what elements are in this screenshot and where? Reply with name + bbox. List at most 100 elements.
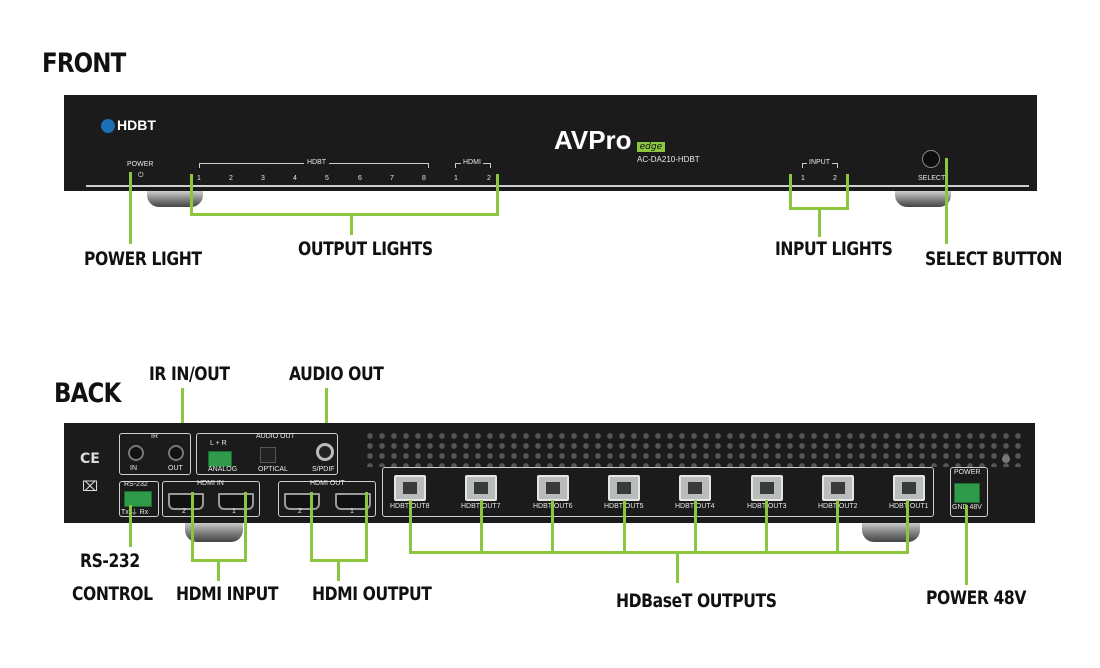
- hdmi-in-2-port[interactable]: [168, 493, 204, 510]
- ir-out-label: OUT: [168, 465, 183, 472]
- ce-mark: CE: [80, 451, 100, 467]
- hdbt-outputs-box: [382, 467, 934, 517]
- input-group-label: INPUT: [807, 159, 832, 166]
- power-icon: ⏻: [138, 172, 144, 179]
- callout-line-hdmi-in-right: [244, 492, 247, 562]
- hdbt-out4-port[interactable]: [679, 475, 711, 501]
- hdbt-logo-icon: [101, 119, 115, 133]
- optical-port[interactable]: [260, 447, 276, 463]
- audio-out-label: AUDIO OUT: [256, 433, 295, 440]
- input-num: 2: [833, 175, 837, 182]
- hdbt-out8-port[interactable]: [394, 475, 426, 501]
- rs232-terminal[interactable]: [124, 491, 152, 507]
- select-label: SELECT: [918, 175, 946, 182]
- brand-sub: edge: [636, 142, 666, 152]
- power-box: [950, 467, 988, 517]
- ir-label: IR: [151, 433, 158, 440]
- hdmi-out-2-port[interactable]: [284, 493, 320, 510]
- spdif-jack[interactable]: [316, 443, 334, 461]
- label-ir-in-out: IR IN/OUT: [149, 363, 230, 385]
- label-select-button: SELECT BUTTON: [925, 248, 1063, 270]
- hdmi-out-num: 1: [350, 508, 354, 515]
- hdbt-out5-port[interactable]: [608, 475, 640, 501]
- hdbt-logo-text: HDBT: [117, 117, 156, 133]
- brand-name: AVPro: [554, 125, 632, 155]
- model-number: AC-DA210-HDBT: [637, 155, 700, 164]
- hdmi-num: 2: [487, 175, 491, 182]
- hdbt-out3-port[interactable]: [751, 475, 783, 501]
- rs232-label: RS-232: [124, 481, 148, 488]
- front-panel: HDBT AVPro edge AC-DA210-HDBT POWER ⏻ HD…: [64, 95, 1037, 191]
- audio-lr-label: L + R: [210, 440, 227, 447]
- label-input-lights: INPUT LIGHTS: [775, 238, 893, 260]
- audio-out-box: [196, 433, 338, 475]
- callout-line-inputs-left: [789, 174, 792, 210]
- ir-in-label: IN: [130, 465, 137, 472]
- hdmi-out-box: [278, 481, 376, 517]
- ir-out-jack[interactable]: [168, 445, 184, 461]
- callout-line-power: [129, 172, 132, 244]
- callout-line-rs232: [129, 505, 132, 547]
- label-hdmi-input: HDMI INPUT: [176, 583, 279, 605]
- brand-logo: AVPro edge: [554, 125, 666, 156]
- hdmi-in-num: 1: [232, 508, 236, 515]
- hdbt-out2-port[interactable]: [822, 475, 854, 501]
- front-foot-right: [895, 191, 951, 207]
- hdbt-num: 5: [325, 175, 329, 182]
- hdmi-in-box: [162, 481, 260, 517]
- callout-line-ir: [181, 388, 184, 436]
- callout-line-outputs-bottom: [190, 213, 499, 216]
- callout-line-hdbt-drop: [623, 500, 626, 554]
- hdmi-out-label: HDMI OUT: [310, 480, 345, 487]
- callout-line-hdmi-out-left: [310, 492, 313, 562]
- front-heading: FRONT: [42, 48, 126, 79]
- ir-in-jack[interactable]: [128, 445, 144, 461]
- callout-line-inputs-stem: [818, 207, 821, 237]
- power-48v-terminal[interactable]: [954, 483, 980, 503]
- ground-screw: [1002, 455, 1010, 463]
- hdbt-num: 3: [261, 175, 265, 182]
- hdmi-group-label: HDMI: [461, 159, 483, 166]
- hdmi-in-label: HDMI IN: [197, 480, 224, 487]
- callout-line-hdmi-in-stem: [217, 559, 220, 581]
- back-foot-right: [862, 522, 920, 542]
- callout-line-power48: [965, 505, 968, 585]
- hdbt-out1-port[interactable]: [893, 475, 925, 501]
- label-power-light: POWER LIGHT: [84, 248, 202, 270]
- hdmi-in-1-port[interactable]: [218, 493, 254, 510]
- select-button[interactable]: [922, 150, 940, 168]
- callout-line-hdbt-drop: [765, 500, 768, 554]
- callout-line-hdbt-drop: [836, 500, 839, 554]
- power-label: POWER: [127, 161, 154, 168]
- hdbt-out6-port[interactable]: [537, 475, 569, 501]
- callout-line-hdbt-bus: [409, 551, 909, 554]
- back-foot-left: [185, 522, 243, 542]
- hdbt-group-label: HDBT: [304, 159, 330, 166]
- hdbt-num: 1: [197, 175, 201, 182]
- callout-line-inputs-right: [846, 174, 849, 210]
- hdbt-out7-port[interactable]: [465, 475, 497, 501]
- hdbt-num: 6: [358, 175, 362, 182]
- hdmi-num: 1: [454, 175, 458, 182]
- optical-label: OPTICAL: [258, 466, 288, 473]
- input-num: 1: [801, 175, 805, 182]
- callout-line-hdmi-out-right: [365, 492, 368, 562]
- callout-line-audio: [325, 388, 328, 448]
- label-hdbaset-outputs: HDBaseT OUTPUTS: [616, 590, 777, 612]
- analog-audio-terminal[interactable]: [208, 451, 232, 467]
- spdif-label: S/PDIF: [312, 466, 335, 473]
- ir-box: [119, 433, 191, 475]
- callout-line-outputs-stem: [350, 213, 353, 235]
- hdbt-num: 4: [293, 175, 297, 182]
- hdmi-out-1-port[interactable]: [335, 493, 371, 510]
- callout-line-outputs-right: [496, 174, 499, 216]
- rs232-box: [119, 481, 159, 517]
- callout-line-hdbt-drop: [409, 500, 412, 554]
- hdbt-num: 2: [229, 175, 233, 182]
- callout-line-hdmi-in-left: [191, 492, 194, 562]
- label-hdmi-output: HDMI OUTPUT: [312, 583, 432, 605]
- label-audio-out: AUDIO OUT: [289, 363, 384, 385]
- weee-bin-icon: ⌧: [82, 479, 99, 495]
- vent-grille: [364, 431, 1024, 467]
- front-foot-left: [147, 191, 203, 207]
